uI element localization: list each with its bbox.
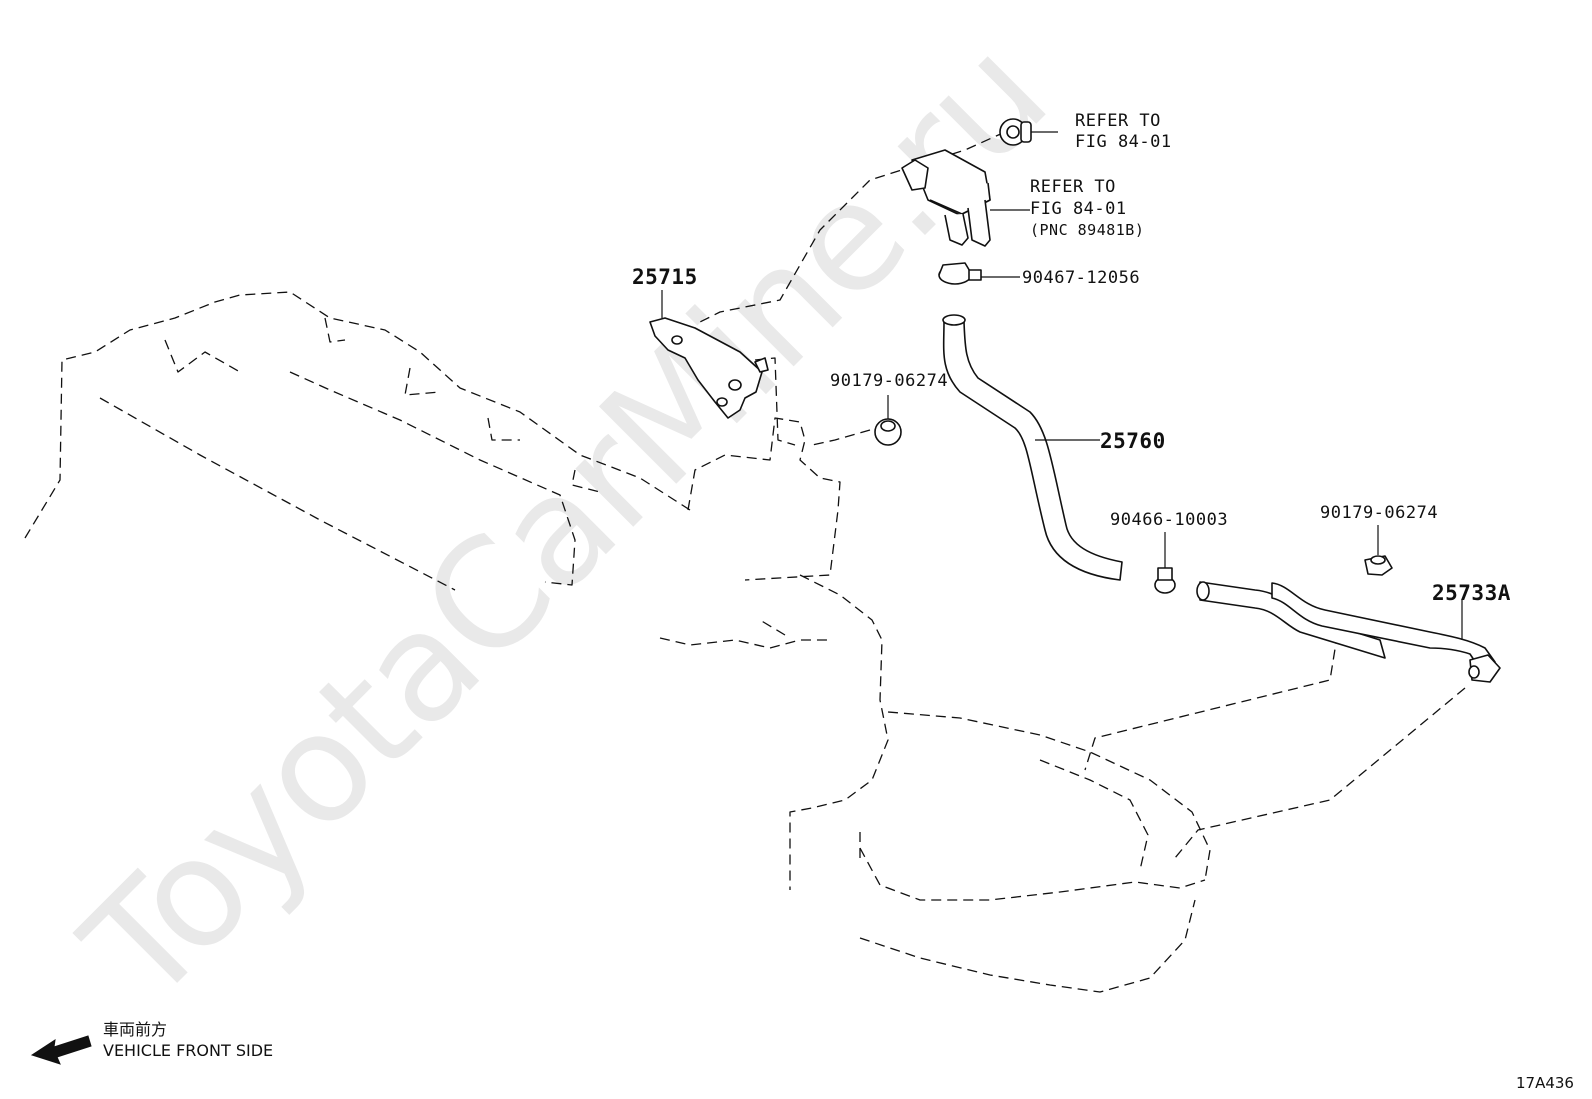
callout-labels: REFER TO FIG 84-01 REFER TO FIG 84-01 (P… [632,111,1511,605]
vehicle-front-indicator: 車両前方 VEHICLE FRONT SIDE [30,1020,273,1065]
clip-90466[interactable] [1154,532,1176,594]
part-number-25760: 25760 [1100,429,1166,453]
part-number-25715: 25715 [632,265,698,289]
refer-label-2b: FIG 84-01 [1030,199,1127,219]
refer-label-1a: REFER TO [1075,111,1161,131]
hose-25733A[interactable] [1196,581,1501,683]
vehicle-front-jp: 車両前方 [103,1020,167,1039]
engine-outline [24,291,1211,993]
part-number-90179-b: 90179-06274 [1320,503,1438,523]
connection-leaders [699,131,1466,859]
refer-label-1b: FIG 84-01 [1075,132,1172,152]
grommet-90179-a[interactable] [874,395,902,446]
refer-label-2a: REFER TO [1030,177,1116,197]
bracket-25715[interactable] [649,290,769,419]
arrow-left-icon [30,1035,92,1065]
figure-id: 17A436 [1516,1074,1574,1092]
part-number-90179-a: 90179-06274 [830,371,948,391]
grommet-top[interactable] [999,118,1058,146]
refer-label-2c: (PNC 89481B) [1030,221,1144,239]
part-number-25733A: 25733A [1432,581,1511,605]
part-number-90466: 90466-10003 [1110,510,1228,530]
grommet-90179-b[interactable] [1364,525,1393,576]
vehicle-front-en: VEHICLE FRONT SIDE [103,1041,273,1060]
pressure-sensor[interactable] [901,149,1030,247]
clamp-90467[interactable] [938,262,1020,285]
part-number-90467: 90467-12056 [1022,268,1140,288]
hose-25760[interactable] [942,314,1123,581]
